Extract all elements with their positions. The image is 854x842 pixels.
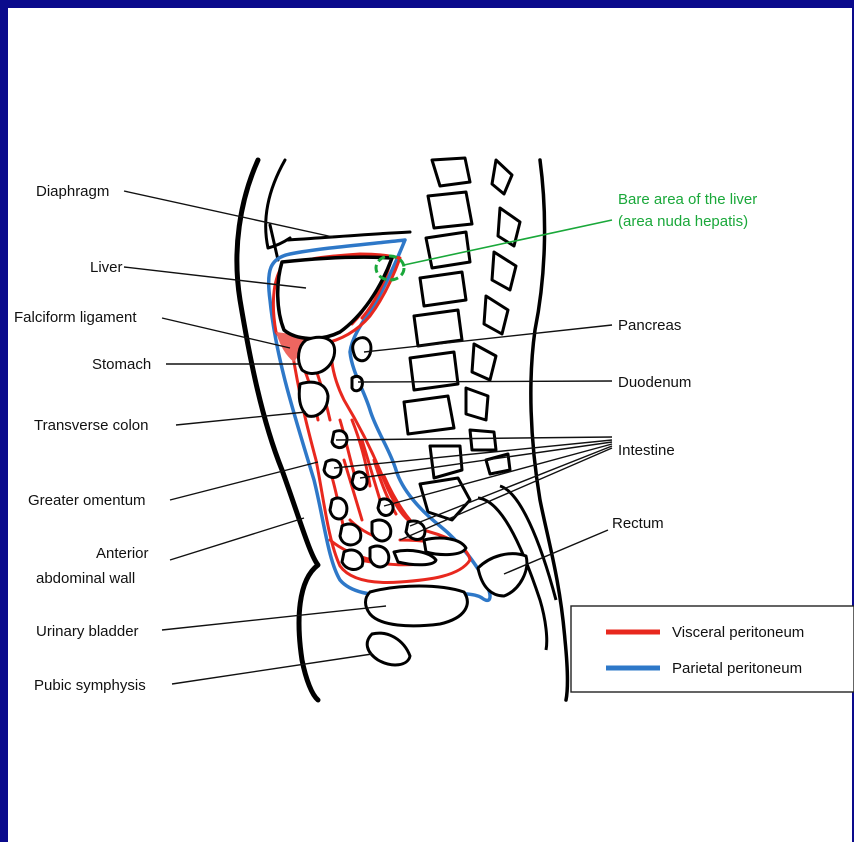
- diaphragm-band: [270, 225, 278, 260]
- label-urinary-bladder: Urinary bladder: [36, 623, 139, 640]
- posterior-body-wall: [531, 160, 568, 700]
- label-pancreas: Pancreas: [618, 317, 681, 334]
- label-falciform: Falciform ligament: [14, 309, 137, 326]
- label-diaphragm: Diaphragm: [36, 183, 109, 200]
- label-bare-area-line1: Bare area of the liver: [618, 191, 757, 208]
- label-duodenum: Duodenum: [618, 374, 691, 391]
- diaphragm-dome: [288, 232, 410, 240]
- label-anterior-wall-line1: Anterior: [96, 545, 149, 562]
- legend-parietal-label: Parietal peritoneum: [672, 660, 802, 677]
- label-intestine: Intestine: [618, 442, 675, 459]
- label-greater-omentum: Greater omentum: [28, 492, 146, 509]
- label-stomach: Stomach: [92, 356, 151, 373]
- diaphragm-inner-wall: [266, 160, 290, 248]
- label-transverse-colon: Transverse colon: [34, 417, 149, 434]
- label-bare-area-line2: (area nuda hepatis): [618, 213, 748, 230]
- anterior-body-wall: [237, 160, 318, 700]
- label-anterior-wall-line2: abdominal wall: [36, 570, 135, 587]
- legend-visceral-label: Visceral peritoneum: [672, 624, 804, 641]
- legend: Visceral peritoneum Parietal peritoneum: [571, 606, 854, 692]
- label-liver: Liver: [90, 259, 123, 276]
- legend-box: [571, 606, 854, 692]
- label-pubic-symphysis: Pubic symphysis: [34, 677, 146, 694]
- label-rectum: Rectum: [612, 515, 664, 532]
